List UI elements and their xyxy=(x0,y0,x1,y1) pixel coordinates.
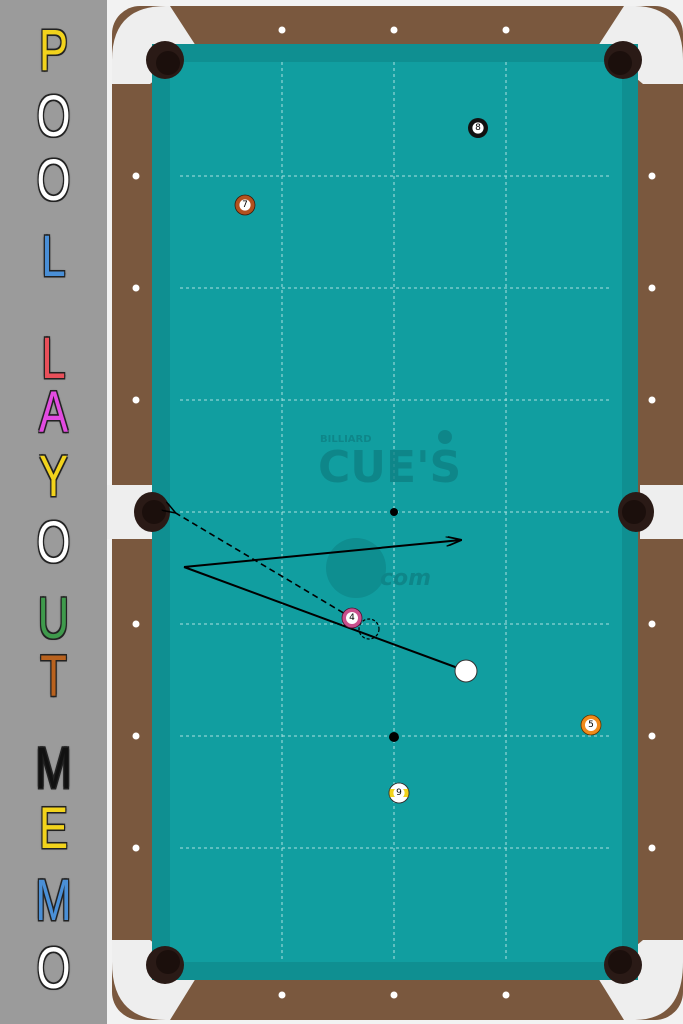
corner-plate-bottom-right xyxy=(598,940,683,1020)
title-letter: O xyxy=(36,148,71,213)
cue-ball-path xyxy=(183,566,467,672)
ball-8[interactable]: 8 xyxy=(468,118,488,138)
ball-8-number: 8 xyxy=(475,123,481,133)
title-letter: A xyxy=(38,380,69,445)
watermark-logo-circle xyxy=(326,538,386,598)
rail-diamonds xyxy=(132,26,656,999)
ball-9[interactable]: 9 xyxy=(388,782,410,804)
head-spot xyxy=(390,508,398,516)
ball-4-number: 4 xyxy=(349,613,355,623)
cue-ball-rebound-arrow xyxy=(183,540,461,568)
title-letter: M xyxy=(35,736,72,801)
watermark-ball-icon xyxy=(438,430,452,444)
ball-5-number: 5 xyxy=(588,720,594,730)
title-letter: O xyxy=(36,510,71,575)
shot-diagram xyxy=(174,512,467,672)
title-sidebar xyxy=(0,0,107,1024)
title-letter: O xyxy=(36,84,71,149)
cue-ball[interactable] xyxy=(454,659,478,683)
ghost-ball xyxy=(358,618,380,640)
title-letter: L xyxy=(41,326,66,391)
foot-spot xyxy=(389,732,399,742)
title-letter: U xyxy=(37,586,70,651)
ball-4[interactable]: 4 xyxy=(341,607,363,629)
object-ball-path-dashed xyxy=(174,512,353,619)
watermark-dotcom-text: com xyxy=(380,566,431,591)
watermark-logo: BILLIARD CUE'S com xyxy=(318,430,461,598)
ball-9-number: 9 xyxy=(396,788,402,798)
title-letter: O xyxy=(36,936,71,1001)
title-letter: M xyxy=(35,868,72,933)
title-letter: T xyxy=(40,644,67,709)
watermark-small-text: BILLIARD xyxy=(320,434,372,445)
title-letter: Y xyxy=(38,444,69,509)
ball-7[interactable]: 7 xyxy=(234,194,256,216)
ball-5[interactable]: 5 xyxy=(580,714,602,736)
watermark-big-text: CUE'S xyxy=(318,442,461,493)
title-letter: P xyxy=(38,18,69,83)
title-letter: L xyxy=(41,224,66,289)
ball-7-number: 7 xyxy=(242,200,248,210)
corner-plate-top-right xyxy=(598,6,683,84)
pool-table[interactable]: BILLIARD CUE'S com 8 7 4 5 9 xyxy=(107,0,683,1024)
title-letter: E xyxy=(38,796,69,861)
